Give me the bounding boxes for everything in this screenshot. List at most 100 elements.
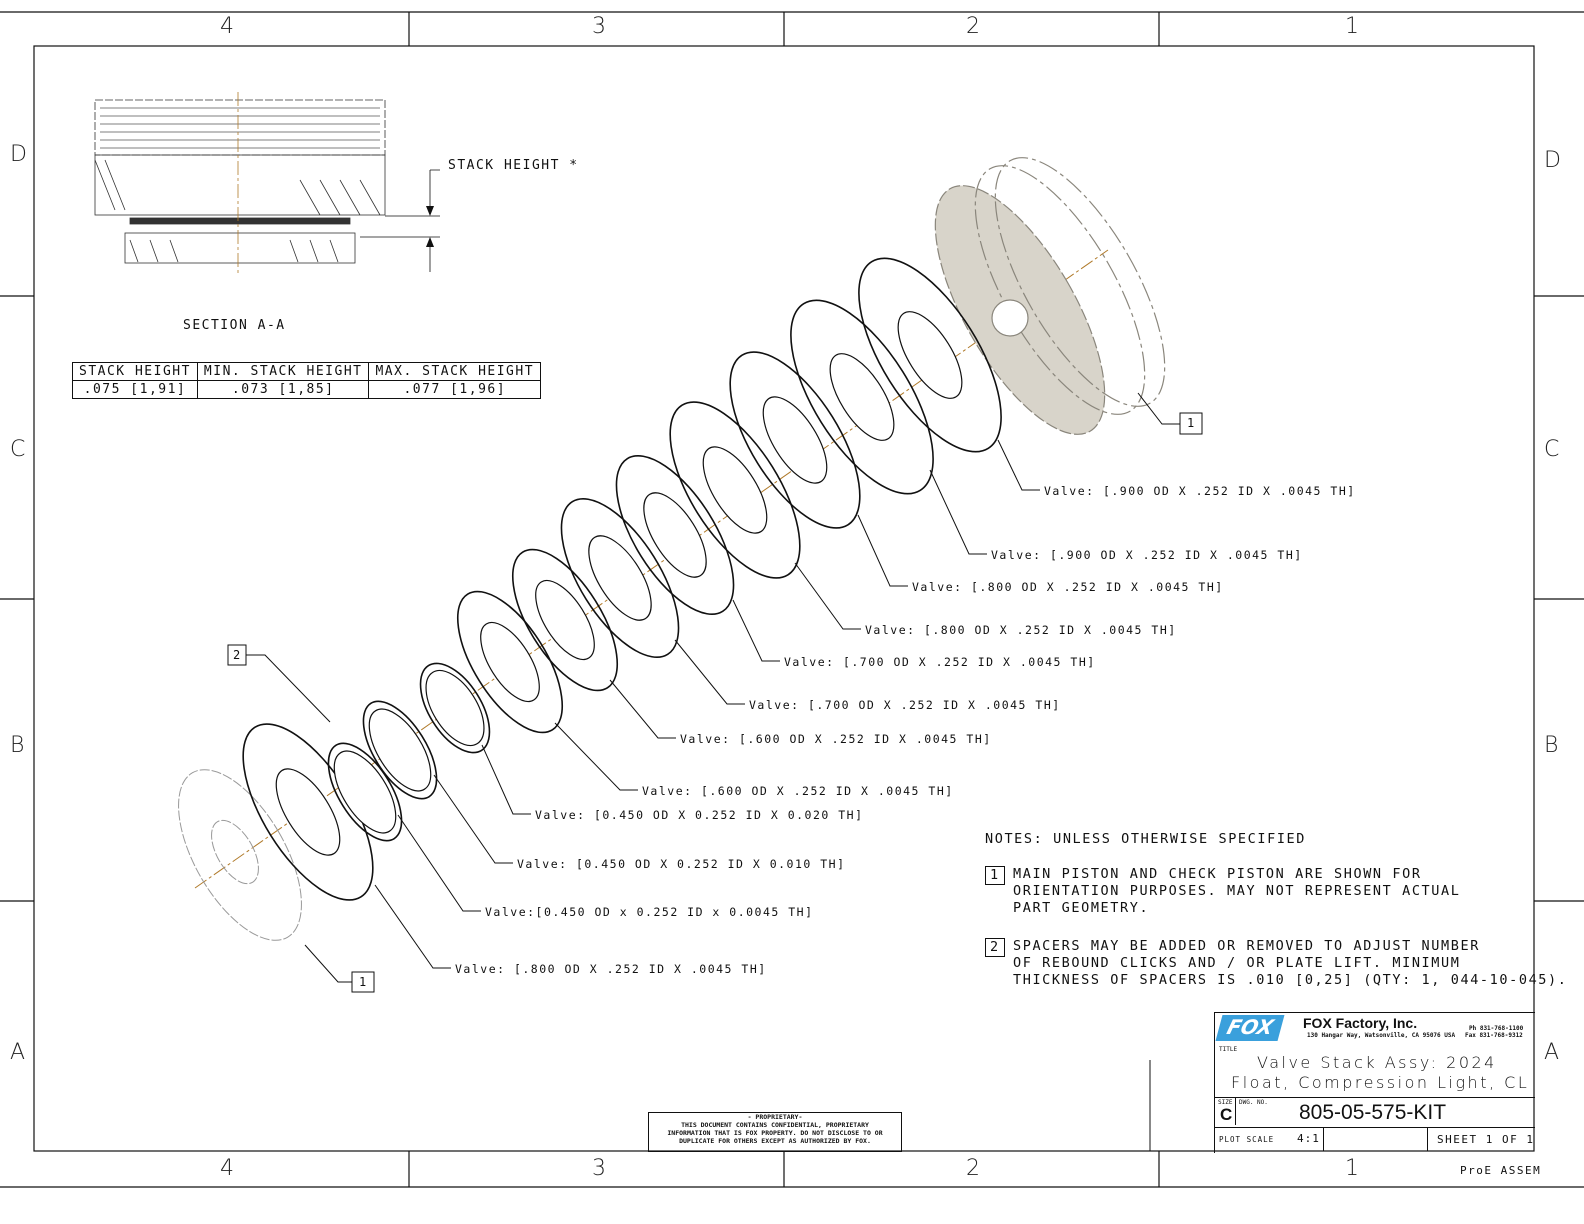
balloon-piston: 1	[1187, 416, 1196, 430]
valve-inner-edge	[425, 669, 485, 747]
stack-height-dimension: STACK HEIGHT *	[448, 158, 579, 173]
valve-outer-edge	[419, 662, 491, 754]
leader-line	[433, 774, 513, 864]
fox-logo: FOX	[1215, 1015, 1285, 1041]
zone-col-4-bottom: 4	[220, 1156, 234, 1181]
zone-row-a-right: A	[1544, 1040, 1560, 1065]
valve-label: Valve: [.900 OD X .252 ID X .0045 TH]	[1044, 484, 1356, 498]
note-number: 1	[985, 866, 1005, 885]
zone-row-b-left: B	[10, 733, 25, 758]
valve-outer-edge	[327, 742, 403, 842]
valve-label: Valve: [.800 OD X .252 ID X .0045 TH]	[912, 580, 1224, 594]
note-number: 2	[985, 938, 1005, 957]
zone-col-1-top: 1	[1345, 14, 1359, 39]
valve-shim	[327, 742, 403, 842]
drawing-number: 805-05-575-KIT	[1299, 1101, 1447, 1124]
valve-shim	[362, 700, 438, 800]
table-header: MAX. STACK HEIGHT	[368, 362, 542, 381]
size-label: SIZE	[1218, 1099, 1233, 1106]
valve-outer-edge	[511, 548, 619, 692]
valve-outer-edge	[456, 590, 564, 734]
zone-row-c-right: C	[1544, 437, 1560, 462]
proprietary-title: - PROPRIETARY-	[747, 1113, 803, 1121]
zone-row-b-right: B	[1544, 733, 1559, 758]
leader-line	[397, 814, 481, 912]
company-address: 130 Hangar Way, Watsonville, CA 95076 US…	[1307, 1032, 1456, 1039]
note-text: SPACERS MAY BE ADDED OR REMOVED TO ADJUS…	[1013, 938, 1568, 988]
note-1: 1 MAIN PISTON AND CHECK PISTON ARE SHOWN …	[985, 866, 1459, 916]
leader-line	[554, 722, 638, 791]
valve-label: Valve: [.900 OD X .252 ID X .0045 TH]	[991, 548, 1303, 562]
zone-row-a-left: A	[10, 1040, 26, 1065]
table-cell: .075 [1,91]	[72, 380, 198, 399]
note-text: MAIN PISTON AND CHECK PISTON ARE SHOWN F…	[1013, 866, 1461, 916]
notes-heading: NOTES: UNLESS OTHERWISE SPECIFIED	[985, 831, 1307, 847]
valve-shim	[456, 590, 564, 734]
leader-line	[857, 514, 908, 587]
drawing-title-line-2: Float, Compression Light, CL	[1231, 1073, 1530, 1092]
company-phone: Ph 831-768-1100	[1469, 1025, 1524, 1032]
main-piston	[934, 157, 1166, 435]
valve-outer-edge	[560, 497, 680, 659]
leader-line	[674, 639, 745, 705]
valve-label: Valve: [.600 OD X .252 ID X .0045 TH]	[642, 784, 954, 798]
sheet-number: SHEET 1 OF 1	[1437, 1133, 1535, 1146]
note-2: 2 SPACERS MAY BE ADDED OR REMOVED TO ADJU…	[985, 938, 1566, 988]
zone-row-d-right: D	[1544, 148, 1561, 173]
valve-shim	[669, 401, 801, 579]
valve-shim	[858, 257, 1002, 453]
leader-line	[609, 679, 676, 739]
table-header: MIN. STACK HEIGHT	[196, 362, 370, 381]
balloon-check-piston: 1	[359, 975, 368, 989]
valve-outer-edge	[858, 257, 1002, 453]
valve-label: Valve: [.800 OD X .252 ID X .0045 TH]	[865, 623, 1177, 637]
valve-label: Valve: [.700 OD X .252 ID X .0045 TH]	[749, 698, 1061, 712]
leader-line	[374, 884, 451, 969]
footer-label: ProE ASSEM	[1460, 1164, 1542, 1177]
section-view	[94, 92, 440, 275]
section-title: SECTION A-A	[183, 318, 286, 333]
plot-scale-label: PLOT SCALE	[1219, 1135, 1275, 1144]
valve-shim	[511, 548, 619, 692]
zone-col-1-bottom: 1	[1345, 1156, 1359, 1181]
leader-line	[794, 562, 861, 630]
valve-inner-edge	[480, 621, 540, 703]
leader-line	[929, 469, 987, 555]
valve-shim	[419, 662, 491, 754]
balloon-spacer: 2	[233, 648, 242, 662]
table-header: STACK HEIGHT	[72, 362, 198, 381]
leader-line	[481, 744, 531, 815]
valve-outer-edge	[790, 299, 934, 495]
table-cell: .077 [1,96]	[368, 380, 542, 399]
valve-label: Valve: [.700 OD X .252 ID X .0045 TH]	[784, 655, 1096, 669]
valve-label: Valve: [0.450 OD X 0.252 ID X 0.010 TH]	[517, 857, 846, 871]
plot-scale: 4:1	[1297, 1132, 1320, 1145]
zone-col-2-bottom: 2	[966, 1156, 980, 1181]
valve-outer-edge	[669, 401, 801, 579]
valve-label: Valve: [.600 OD X .252 ID X .0045 TH]	[680, 732, 992, 746]
valve-shim	[790, 299, 934, 495]
valve-inner-edge	[702, 446, 768, 534]
sheet-size: C	[1220, 1105, 1233, 1124]
valve-inner-edge	[762, 396, 828, 484]
valve-inner-edge	[588, 535, 652, 621]
zone-col-4-top: 4	[220, 14, 234, 39]
dwg-no-label: DWG. NO.	[1239, 1099, 1268, 1106]
title-block: FOX FOX Factory, Inc. 130 Hangar Way, Wa…	[1214, 1012, 1535, 1153]
valve-shim	[560, 497, 680, 659]
table-cell: .073 [1,85]	[196, 380, 370, 399]
zone-col-3-bottom: 3	[592, 1156, 606, 1181]
valve-inner-edge	[829, 353, 895, 441]
leader-line	[997, 439, 1040, 491]
company-name: FOX Factory, Inc.	[1303, 1015, 1418, 1031]
proprietary-notice: - PROPRIETARY- THIS DOCUMENT CONTAINS CO…	[648, 1112, 902, 1152]
proprietary-text: THIS DOCUMENT CONTAINS CONFIDENTIAL, PRO…	[667, 1121, 883, 1145]
valve-label: Valve: [0.450 OD X 0.252 ID X 0.020 TH]	[535, 808, 864, 822]
valve-inner-edge	[897, 311, 963, 399]
valve-inner-edge	[333, 750, 397, 834]
valve-outer-edge	[362, 700, 438, 800]
valve-label: Valve:[0.450 OD x 0.252 ID x 0.0045 TH]	[485, 905, 814, 919]
valve-inner-edge	[643, 492, 707, 578]
